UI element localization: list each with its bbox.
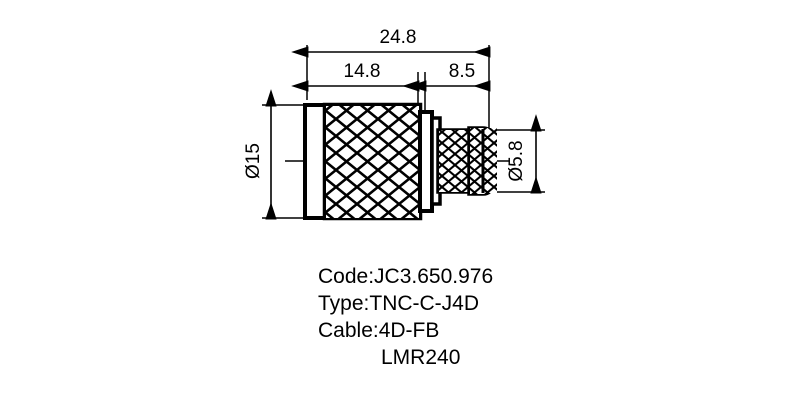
spec-line-cable-alt: LMR240	[381, 346, 460, 369]
dimension-label-body-diameter: Ø15	[243, 143, 264, 179]
spec-line-type: Type:TNC-C-J4D	[318, 292, 479, 315]
spec-line-cable: Cable:4D-FB	[318, 319, 439, 342]
knurl-pattern-ferrule-1	[439, 130, 469, 192]
coupling-ring-left	[303, 103, 327, 220]
dimension-label-tail-diameter: Ø5.8	[506, 140, 527, 181]
dimension-label-body-length: 14.8	[344, 61, 381, 82]
knurl-pattern-body	[326, 106, 419, 218]
dimension-label-tail-length: 8.5	[449, 61, 475, 82]
dimension-label-overall-length: 24.8	[380, 27, 417, 48]
connector-body-outline	[285, 102, 510, 221]
spec-line-code: Code:JC3.650.976	[318, 265, 493, 288]
body-shoulder-step	[418, 110, 434, 213]
spec-block: Code:JC3.650.976 Type:TNC-C-J4D Cable:4D…	[318, 265, 493, 369]
